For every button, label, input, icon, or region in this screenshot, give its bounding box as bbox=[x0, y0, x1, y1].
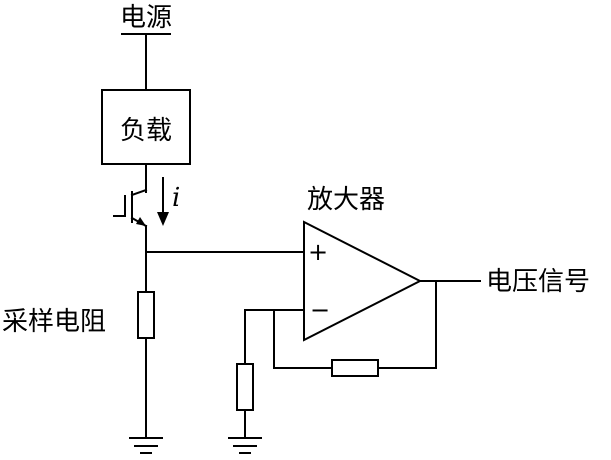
power-supply-label: 电源 bbox=[120, 3, 172, 33]
load-label: 负载 bbox=[120, 116, 172, 146]
amplifier-triangle bbox=[303, 220, 423, 342]
amplifier-label: 放大器 bbox=[307, 185, 385, 215]
transistor-emitter-arrow bbox=[136, 217, 146, 226]
inverting-sign: − bbox=[310, 296, 330, 324]
current-arrow-head bbox=[157, 212, 169, 226]
transistor-collector-lead bbox=[130, 188, 148, 197]
feedback-resistor bbox=[331, 359, 379, 377]
sense-resistor bbox=[137, 291, 155, 339]
gain-resistor bbox=[236, 363, 254, 411]
current-label: i bbox=[172, 183, 180, 213]
output-label: 电压信号 bbox=[486, 267, 590, 297]
noninverting-sign: + bbox=[308, 238, 328, 266]
load-box bbox=[101, 89, 191, 165]
sense-resistor-label: 采样电阻 bbox=[2, 307, 106, 337]
